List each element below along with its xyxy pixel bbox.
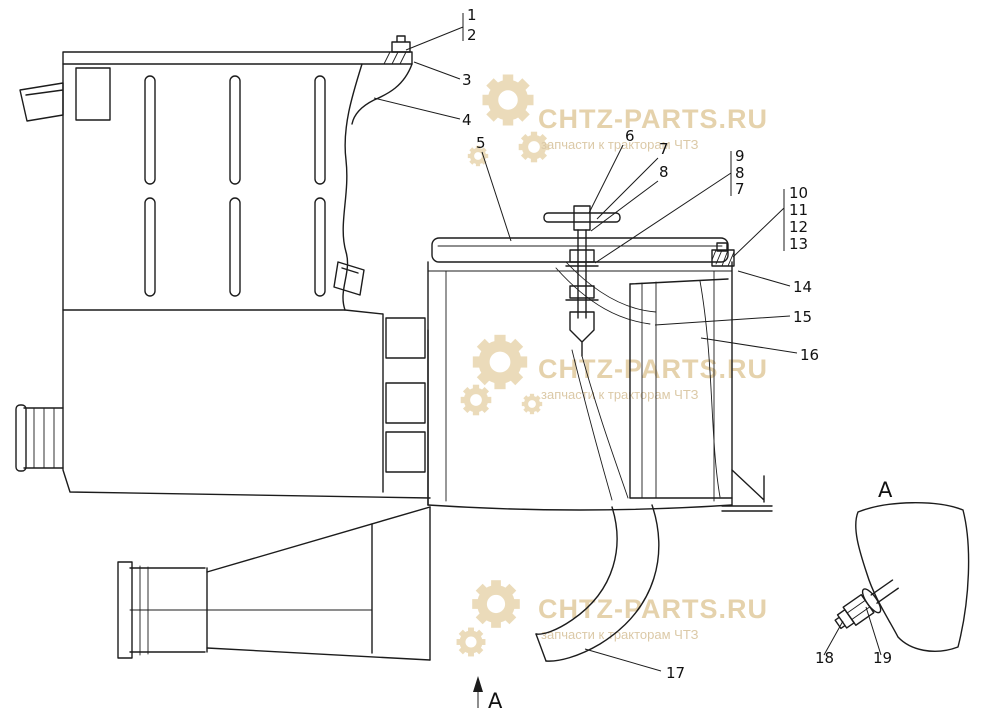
wing-bolt-assembly: [543, 205, 621, 357]
lid-clamp-bolt: [716, 242, 728, 252]
callouts: 1 2 3 4 5 6 7 8 9 8 7 10 11 12 13 14 15 …: [462, 6, 892, 682]
gear-icon: [457, 628, 486, 657]
tank-slots: [144, 75, 326, 297]
callout-18: 18: [815, 649, 834, 667]
fuel-tank: [19, 35, 413, 311]
watermark-bottom: CHTZ-PARTS.RU запчасти к тракторам ЧТЗ: [457, 580, 768, 657]
callout-9: 9: [735, 147, 745, 165]
cyclone-funnel: [117, 506, 431, 661]
watermark-subtitle: запчасти к тракторам ЧТЗ: [541, 137, 699, 152]
watermark-title: CHTZ-PARTS.RU: [538, 594, 768, 624]
inlet-flange: [117, 561, 133, 659]
tank-filler-plate: [75, 67, 111, 121]
watermark-title: CHTZ-PARTS.RU: [538, 104, 768, 134]
callout-7: 7: [659, 140, 669, 158]
lower-housing: [15, 309, 431, 506]
torn-edge: [351, 63, 413, 125]
callout-8: 8: [659, 163, 669, 181]
detail-a: [834, 502, 970, 652]
mount-pad: [385, 317, 426, 359]
gear-icon: [461, 385, 492, 416]
side-pipe-flange: [15, 404, 27, 472]
tank-clamp: [391, 35, 411, 53]
detail-view-label: A: [878, 478, 893, 502]
breather-valve: [834, 579, 899, 630]
callout-13: 13: [789, 235, 808, 253]
inner-hose: [555, 261, 657, 325]
watermark-title: CHTZ-PARTS.RU: [538, 354, 768, 384]
tank-bracket-wing: [19, 82, 64, 122]
gear-icon: [472, 580, 520, 628]
rod-bracket: [569, 311, 595, 357]
callout-7b: 7: [735, 180, 745, 198]
callout-3: 3: [462, 71, 472, 89]
callout-8b: 8: [735, 164, 745, 182]
watermark-subtitle: запчасти к тракторам ЧТЗ: [541, 627, 699, 642]
callout-4: 4: [462, 111, 472, 129]
callout-19: 19: [873, 649, 892, 667]
nut: [569, 285, 595, 299]
watermark-top: CHTZ-PARTS.RU запчасти к тракторам ЧТЗ: [468, 75, 768, 167]
torn-panel-piece: [855, 502, 970, 652]
wing-handle: [543, 212, 621, 223]
outlet-pipe: [535, 504, 660, 662]
callout-5: 5: [476, 134, 486, 152]
mount-pad: [385, 431, 426, 473]
side-pipe: [23, 407, 64, 469]
gear-icon: [522, 394, 542, 414]
callout-17: 17: [666, 664, 685, 682]
tie-rod: [577, 229, 587, 319]
callout-12: 12: [789, 218, 808, 236]
mount-pad: [385, 382, 426, 424]
callout-15: 15: [793, 308, 812, 326]
callout-11: 11: [789, 201, 808, 219]
view-direction-arrow: A: [473, 676, 503, 713]
wing-hub: [573, 205, 591, 231]
arrow-head: [473, 676, 483, 692]
inlet-cylinder: [129, 567, 206, 653]
callout-14: 14: [793, 278, 812, 296]
torn-edge: [342, 63, 363, 311]
callout-1: 1: [467, 6, 477, 24]
watermark-subtitle: запчасти к тракторам ЧТЗ: [541, 387, 699, 402]
gear-icon: [473, 335, 527, 389]
gear-icon: [483, 75, 534, 126]
callout-leaders: [373, 13, 882, 672]
support-foot: [731, 469, 765, 503]
inner-duct: [571, 349, 629, 501]
view-arrow-label: A: [488, 689, 503, 713]
callout-2: 2: [467, 26, 477, 44]
nut: [569, 249, 595, 263]
watermark-middle: CHTZ-PARTS.RU запчасти к тракторам ЧТЗ: [461, 335, 768, 416]
tear-flap: [333, 261, 365, 296]
filter-panel: [629, 278, 773, 512]
air-cleaner-canister: [427, 237, 735, 511]
callout-10: 10: [789, 184, 808, 202]
callout-6: 6: [625, 127, 635, 145]
callout-16: 16: [800, 346, 819, 364]
